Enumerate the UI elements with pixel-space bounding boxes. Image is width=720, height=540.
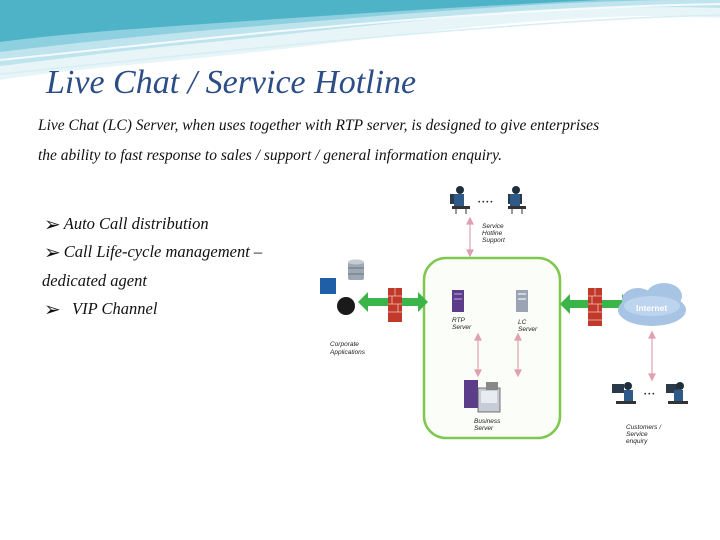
right-firewall-icon [588,288,602,326]
arrow-bullet-icon: ➢ [44,242,61,264]
corporate-label-1: Corporate [330,341,359,348]
business-label-2: Server [474,425,494,432]
corporate-app-icon [320,278,336,294]
rtp-label-1: RTP [452,317,466,324]
bullet-text-3: VIP Channel [72,299,157,318]
left-firewall-icon [388,288,402,322]
rtp-server-icon [452,290,464,312]
customers-label-3: enquiry [626,438,648,445]
ellipsis-dots: • • • • [478,199,493,206]
bullet-2-continuation: dedicated agent [42,271,147,291]
hotline-label-1: Service [482,223,504,230]
bullet-text-2: Call Life-cycle management – [64,242,262,261]
business-label-1: Business [474,418,501,425]
lc-label-1: LC [518,319,527,326]
intro-line-1: Live Chat (LC) Server, when uses togethe… [38,117,698,135]
customer-ellipsis-dots: • • • [644,391,655,398]
hotline-label-3: Support [482,237,506,244]
corporate-db-icon [348,260,364,281]
customers-label-1: Customers / [626,424,662,431]
hotline-label-2: Hotline [482,230,503,237]
slide-title: Live Chat / Service Hotline [46,64,416,102]
lc-server-icon [516,290,528,312]
arrow-bullet-icon: ➢ [44,299,61,321]
arrow-bullet-icon: ➢ [44,214,61,236]
intro-line-2: the ability to fast response to sales / … [38,147,698,165]
bullet-item-2: ➢Call Life-cycle management – [44,240,262,265]
customers-label-2: Service [626,431,648,438]
bullet-text-1: Auto Call distribution [64,214,209,233]
lc-label-2: Server [518,326,538,333]
internet-label: Internet [636,303,667,313]
rtp-label-2: Server [452,324,472,331]
network-diagram: • • • • Service Hotline Support RTP Serv… [272,180,692,448]
bullet-item-1: ➢Auto Call distribution [44,212,209,237]
corporate-label-2: Applications [329,349,366,356]
bullet-item-3: ➢ VIP Channel [44,297,157,322]
corporate-app-badge-icon [337,297,355,315]
